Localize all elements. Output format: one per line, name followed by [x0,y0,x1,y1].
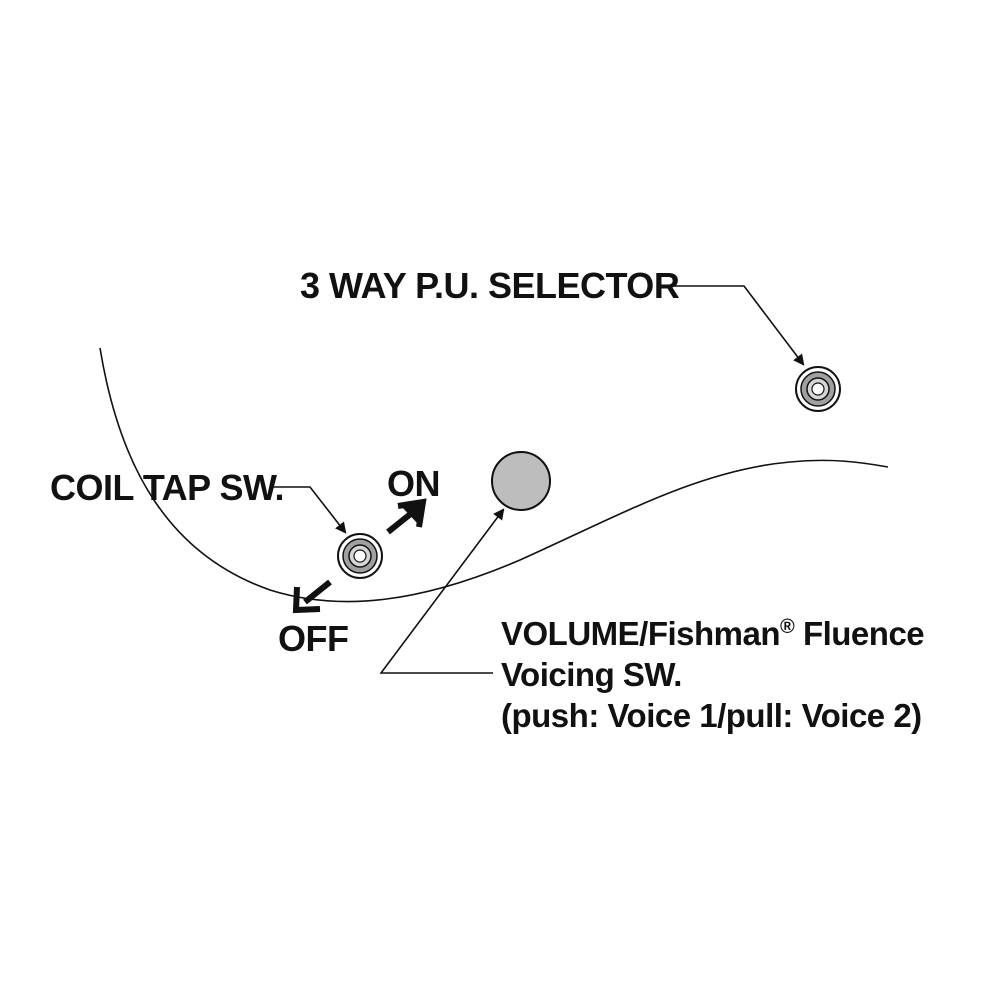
registered-mark: ® [780,616,795,638]
pu-selector-switch[interactable] [795,366,841,412]
volume-label-line3: (push: Voice 1/pull: Voice 2) [501,697,922,734]
off-arrow-icon [292,579,332,614]
volume-label-prefix: VOLUME/Fishman [501,615,780,652]
on-arrow-icon [386,498,427,535]
coil-tap-label: COIL TAP SW. [50,467,284,508]
body-outline-curve [99,347,889,603]
off-label: OFF [278,618,348,659]
volume-label-line1: VOLUME/Fishman® Fluence [501,615,924,652]
volume-label-line2: Voicing SW. [501,656,682,693]
volume-label-suffix: Fluence [794,615,924,652]
on-label: ON [387,463,440,504]
volume-leader [379,508,505,674]
coil-tap-switch[interactable] [337,533,383,579]
coil-tap-leader [272,486,347,534]
volume-knob[interactable] [491,451,551,511]
pu-selector-label: 3 WAY P.U. SELECTOR [300,265,680,306]
pu-selector-leader [660,285,805,366]
